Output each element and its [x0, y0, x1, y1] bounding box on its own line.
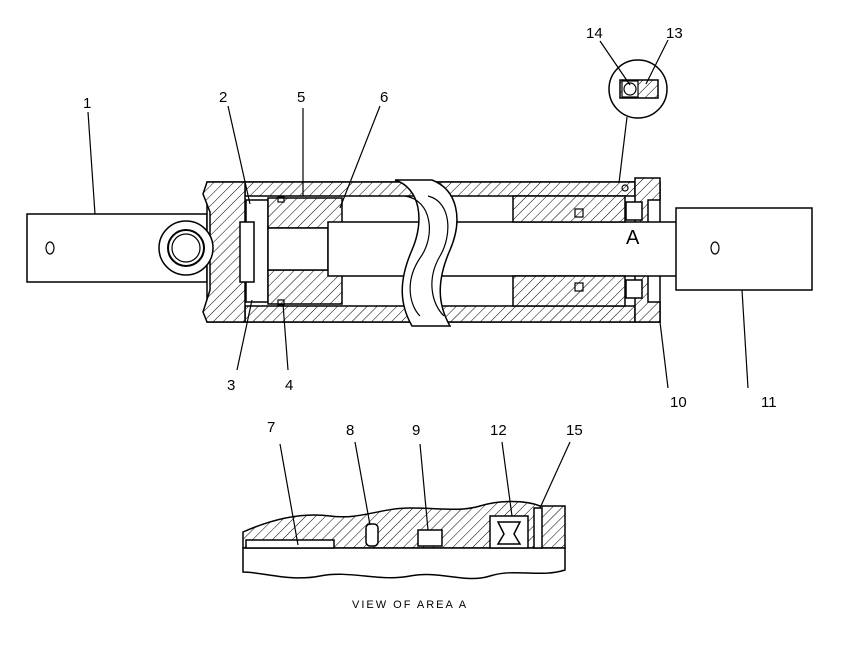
area-a-marker: A: [626, 227, 640, 249]
head-pin-boss: [158, 220, 214, 276]
callout-7: 7: [267, 419, 275, 436]
callout-11: 11: [761, 394, 777, 411]
callout-6: 6: [380, 89, 388, 106]
seal-12: [489, 515, 529, 549]
callout-4: 4: [285, 377, 293, 394]
length-break: [394, 179, 458, 327]
wiper-bottom: [625, 279, 643, 299]
callout-9: 9: [412, 422, 420, 439]
callout-15: 15: [566, 422, 583, 439]
leader-lines: [87, 39, 749, 389]
rod-end-eye: [675, 207, 813, 291]
callout-12: 12: [490, 422, 507, 439]
callout-1: 1: [83, 95, 91, 112]
eye-pin-hole: [45, 241, 55, 255]
rod-band: [245, 539, 335, 549]
callout-8: 8: [346, 422, 354, 439]
callout-13: 13: [666, 25, 683, 42]
rod-eye-hole: [710, 241, 720, 255]
gland-seal-top: [574, 208, 584, 218]
head-pin-bore: [167, 229, 205, 267]
seal-8: [365, 523, 379, 547]
callout-3: 3: [227, 377, 235, 394]
wiper-15: [533, 507, 543, 549]
callout-5: 5: [297, 89, 305, 106]
piston-o-ring: [277, 299, 285, 306]
piston: [239, 196, 343, 306]
gland-seal-bottom: [574, 282, 584, 292]
rod-gland: [512, 184, 643, 307]
wiper-top: [625, 201, 643, 221]
cylinder-rod: [327, 221, 679, 277]
piston-seal: [277, 196, 285, 203]
detail-circle: [608, 59, 668, 184]
view-caption: VIEW OF AREA A: [352, 599, 468, 611]
callout-14: 14: [586, 25, 603, 42]
seal-9: [417, 529, 443, 547]
callout-2: 2: [219, 89, 227, 106]
callout-10: 10: [670, 394, 687, 411]
area-a-view: [242, 441, 571, 580]
